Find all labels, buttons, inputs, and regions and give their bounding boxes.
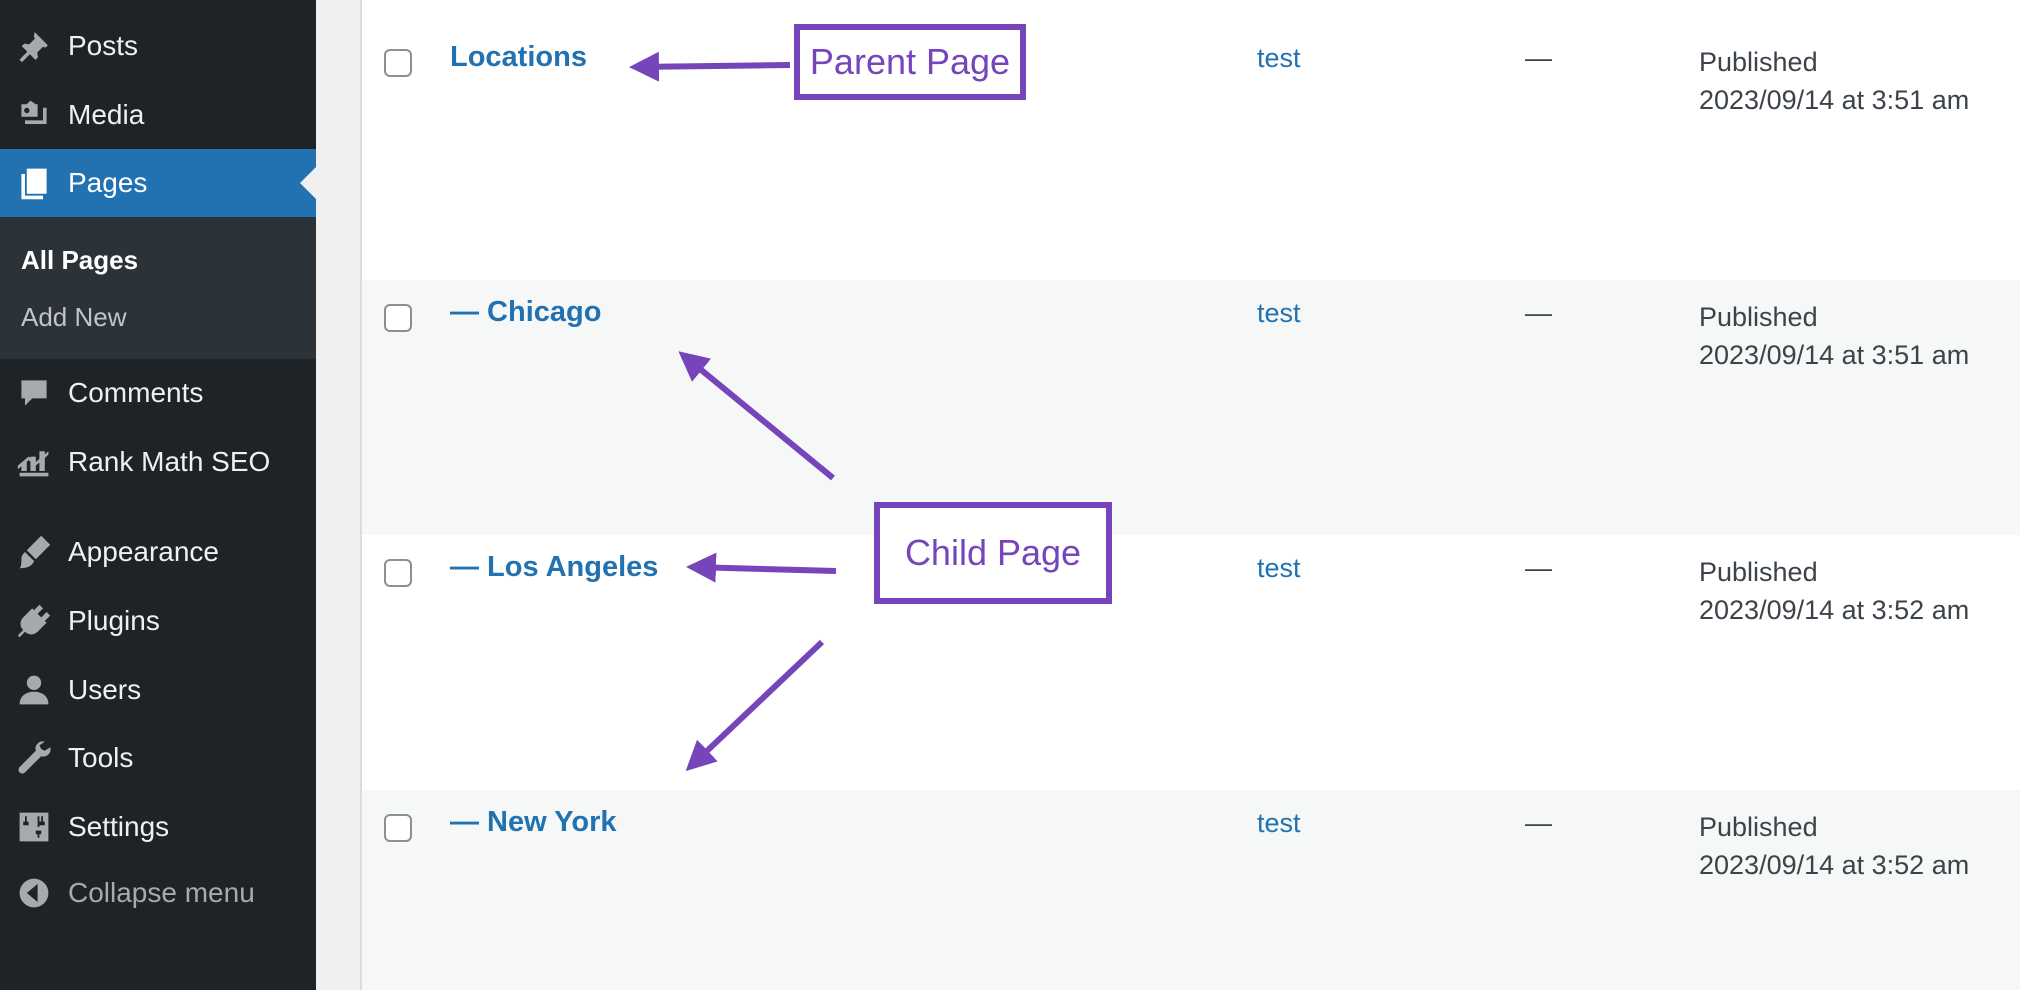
- date-text: 2023/09/14 at 3:51 am: [1699, 85, 1970, 115]
- row-checkbox[interactable]: [384, 559, 412, 587]
- menu-item-plugins[interactable]: Plugins: [0, 587, 316, 655]
- plug-icon: [14, 601, 54, 641]
- menu-label-plugins: Plugins: [68, 605, 160, 636]
- date-text: 2023/09/14 at 3:52 am: [1699, 850, 1970, 880]
- comments-cell: —: [1525, 298, 1552, 328]
- page-title-link[interactable]: — New York: [450, 806, 617, 838]
- submenu-all-pages[interactable]: All Pages: [21, 245, 139, 275]
- menu-label-rank-math: Rank Math SEO: [68, 446, 271, 477]
- author-link[interactable]: test: [1257, 298, 1301, 328]
- menu-label-users: Users: [68, 674, 142, 705]
- settings-icon: [14, 807, 54, 847]
- author-link[interactable]: test: [1257, 43, 1301, 73]
- table-row: — Chicago test — Published 2023/09/14 at…: [362, 280, 2020, 535]
- author-link[interactable]: test: [1257, 808, 1301, 838]
- pages-submenu: All Pages Add New: [0, 217, 316, 359]
- status-text: Published: [1699, 812, 1818, 842]
- pin-icon: [14, 26, 54, 66]
- page-title-link[interactable]: — Chicago: [450, 296, 602, 328]
- menu-label-comments: Comments: [68, 377, 204, 408]
- menu-label-media: Media: [68, 99, 145, 130]
- menu-item-tools[interactable]: Tools: [0, 724, 316, 792]
- author-link[interactable]: test: [1257, 553, 1301, 583]
- table-row: — Los Angeles test — Published 2023/09/1…: [362, 535, 2020, 790]
- table-left-border: [360, 0, 362, 990]
- date-cell: Published 2023/09/14 at 3:52 am: [1699, 808, 1969, 884]
- status-text: Published: [1699, 47, 1818, 77]
- date-text: 2023/09/14 at 3:52 am: [1699, 595, 1970, 625]
- menu-label-collapse: Collapse menu: [68, 877, 255, 908]
- status-text: Published: [1699, 557, 1818, 587]
- parent-page-callout: Parent Page: [794, 24, 1026, 100]
- comment-icon: [14, 373, 54, 413]
- menu-label-appearance: Appearance: [68, 536, 220, 567]
- menu-item-settings[interactable]: Settings: [0, 793, 316, 861]
- menu-item-appearance[interactable]: Appearance: [0, 518, 316, 586]
- menu-item-pages[interactable]: Pages: [0, 149, 316, 217]
- page-title-link[interactable]: — Los Angeles: [450, 551, 659, 583]
- menu-item-posts[interactable]: Posts: [0, 12, 316, 80]
- admin-sidebar: Posts Media Pages All Pages Add New Comm…: [0, 0, 316, 990]
- menu-item-users[interactable]: Users: [0, 656, 316, 724]
- user-icon: [14, 670, 54, 710]
- wrench-icon: [14, 738, 54, 778]
- menu-item-comments[interactable]: Comments: [0, 359, 316, 427]
- comments-cell: —: [1525, 553, 1552, 583]
- row-checkbox[interactable]: [384, 814, 412, 842]
- menu-label-posts: Posts: [68, 30, 139, 61]
- row-checkbox[interactable]: [384, 304, 412, 332]
- date-cell: Published 2023/09/14 at 3:52 am: [1699, 553, 1969, 629]
- collapse-menu-button[interactable]: Collapse menu: [0, 859, 316, 927]
- menu-label-pages: Pages: [68, 167, 148, 198]
- comments-cell: —: [1525, 808, 1552, 838]
- table-row: — New York test — Published 2023/09/14 a…: [362, 790, 2020, 990]
- submenu-add-new[interactable]: Add New: [21, 302, 127, 332]
- child-page-callout: Child Page: [874, 502, 1112, 604]
- date-text: 2023/09/14 at 3:51 am: [1699, 340, 1970, 370]
- menu-item-media[interactable]: Media: [0, 81, 316, 149]
- menu-label-tools: Tools: [68, 742, 134, 773]
- row-checkbox[interactable]: [384, 49, 412, 77]
- page-title-link[interactable]: Locations: [450, 41, 587, 73]
- chart-icon: [14, 442, 54, 482]
- brush-icon: [14, 532, 54, 572]
- collapse-arrow-icon: [14, 873, 54, 913]
- date-cell: Published 2023/09/14 at 3:51 am: [1699, 43, 1969, 119]
- menu-item-rank-math[interactable]: Rank Math SEO: [0, 428, 316, 496]
- menu-label-settings: Settings: [68, 811, 170, 842]
- status-text: Published: [1699, 302, 1818, 332]
- table-row: Locations test — Published 2023/09/14 at…: [362, 25, 2020, 280]
- comments-cell: —: [1525, 43, 1552, 73]
- media-icon: [14, 95, 54, 135]
- pages-icon: [14, 163, 54, 203]
- date-cell: Published 2023/09/14 at 3:51 am: [1699, 298, 1969, 374]
